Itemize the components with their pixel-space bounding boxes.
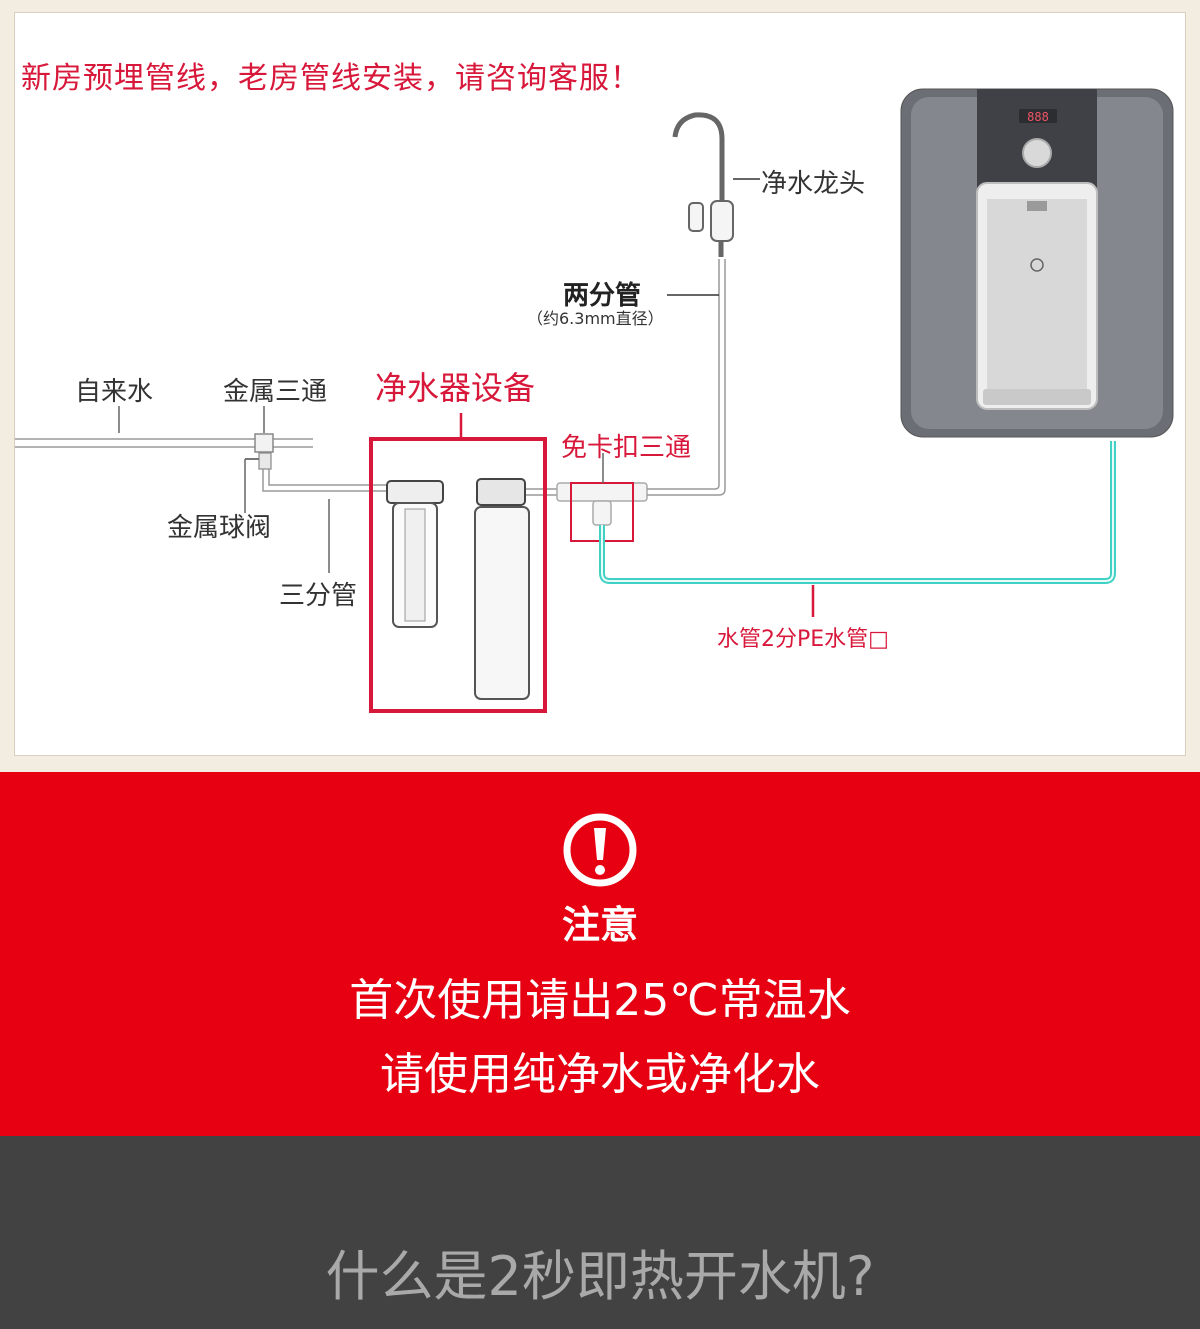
water-dispenser-device: 888: [900, 88, 1174, 438]
label-purifier-equipment: 净水器设备: [375, 369, 536, 407]
notice-banner: 注意 首次使用请出25℃常温水 请使用纯净水或净化水: [0, 772, 1200, 1136]
filter-housing-clear: [386, 480, 444, 628]
notice-line-2: 请使用纯净水或净化水: [380, 1049, 820, 1100]
label-pe-pipe: 水管2分PE水管□: [717, 627, 889, 652]
footer-section: 什么是2秒即热开水机?: [0, 1136, 1200, 1329]
pe-water-pipe: [599, 441, 1116, 617]
label-three-quarter-pipe: 三分管: [279, 581, 358, 611]
two-quarter-pipe: [647, 259, 726, 496]
notice-title: 注意: [561, 903, 638, 947]
label-faucet: 净水龙头: [761, 169, 866, 199]
label-two-quarter-pipe: 两分管: [563, 281, 642, 311]
purifier-equipment-box: [369, 413, 547, 713]
label-tap-water: 自来水: [75, 377, 154, 407]
header-note: 新房预埋管线，老房管线安装，请咨询客服！: [21, 61, 641, 96]
faucet-drawing: [672, 112, 760, 257]
notice-line-1: 首次使用请出25℃常温水: [349, 975, 851, 1026]
diagram-panel: 888 新房预埋管线，老房管线安装，请咨询客服！ 自来水 金属三通 金属球阀 三…: [14, 12, 1186, 756]
label-metal-ball-valve: 金属球阀: [167, 513, 272, 543]
plumbing-diagram: 888: [15, 88, 1174, 713]
metal-ball-valve: [245, 452, 272, 470]
exclamation-circle-icon: [563, 813, 637, 887]
label-metal-tee: 金属三通: [223, 377, 328, 407]
footer-question: 什么是2秒即热开水机?: [325, 1245, 875, 1308]
metal-tee-fitting: [254, 433, 274, 453]
three-quarter-pipe: [262, 469, 395, 492]
label-two-quarter-pipe-note: （约6.3mm直径）: [527, 309, 664, 328]
filter-housing-solid: [474, 478, 530, 700]
device-knob: [1022, 138, 1052, 168]
device-display-readout: 888: [1027, 110, 1049, 124]
label-quick-tee: 免卡扣三通: [561, 433, 692, 463]
